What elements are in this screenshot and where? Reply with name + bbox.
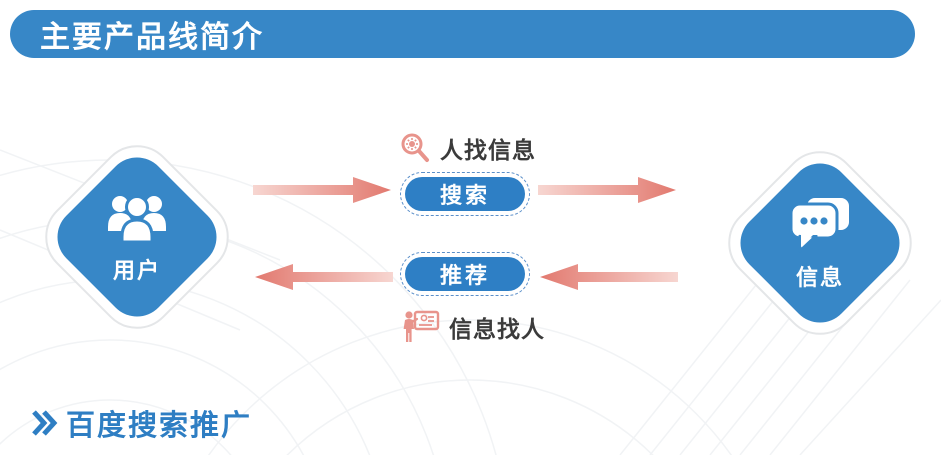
search-pill-button[interactable]: 搜索 [405,177,525,211]
arrow-information-to-recommend [540,264,678,290]
footer-product-line-title: 百度搜索推广 [66,410,253,442]
search-pill-outline: 搜索 [400,172,530,216]
bottom-flow-label: 信息找人 [402,309,545,345]
arrow-recommend-to-users [255,264,393,290]
node-information-label: 信息 [795,265,844,290]
node-information: 信息 [712,135,928,351]
bottom-flow-label-text: 信息找人 [449,316,545,342]
node-users-label: 用户 [112,258,161,283]
chat-bubbles-icon [789,198,849,253]
footer-product-line: 百度搜索推广 [30,402,252,444]
presenter-icon [403,310,440,342]
arrow-search-to-information [538,177,676,203]
recommend-pill-button[interactable]: 推荐 [405,257,525,291]
top-flow-label: 人找信息 [399,131,536,165]
page-title: 主要产品线简介 [40,21,264,54]
page-title-bar: 主要产品线简介 [10,10,915,58]
node-users: 用户 [29,129,245,345]
magnifier-icon [401,133,429,162]
recommend-pill-outline: 推荐 [400,252,530,296]
double-chevron-icon [32,410,58,436]
top-flow-label-text: 人找信息 [440,137,536,163]
users-icon [108,195,166,244]
arrow-users-to-search [253,177,391,203]
